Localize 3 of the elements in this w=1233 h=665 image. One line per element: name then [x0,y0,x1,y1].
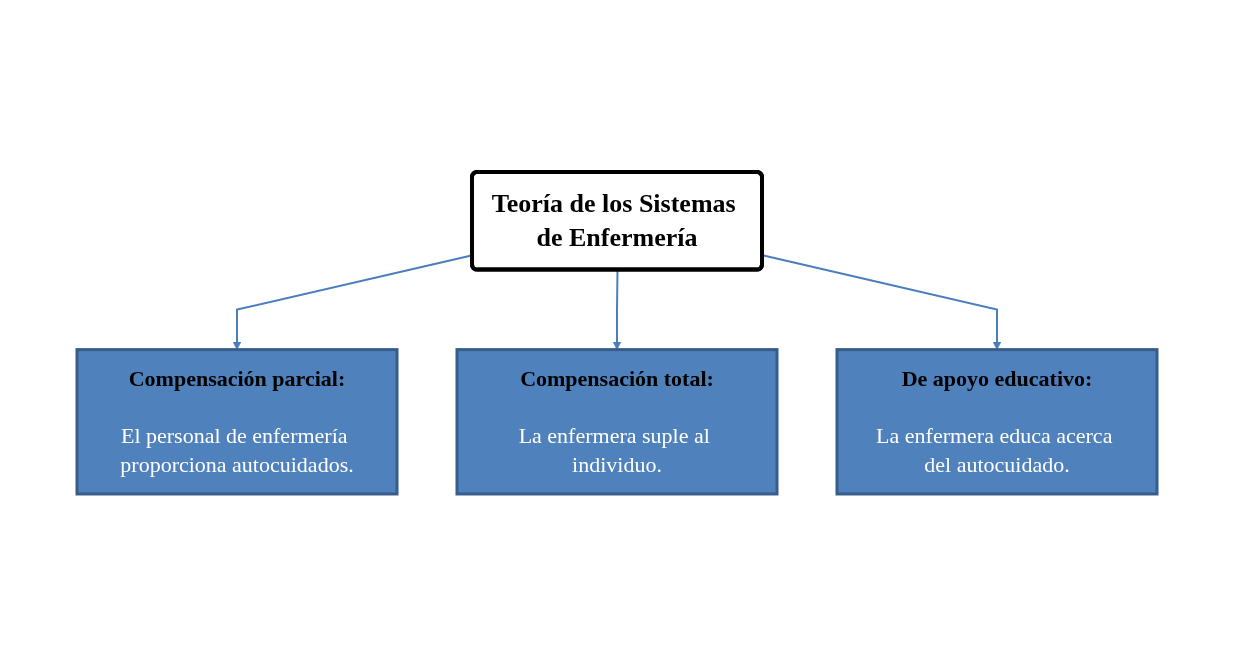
node-box: Compensación parcial: El personal de enfermería proporciona autocuidados. [75,347,398,495]
node-box: Compensación total: La enfermera suple al individuo. [455,347,778,495]
node-box: De apoyo educativo: La enfermera educa acerca del autocuidado. [835,347,1158,495]
